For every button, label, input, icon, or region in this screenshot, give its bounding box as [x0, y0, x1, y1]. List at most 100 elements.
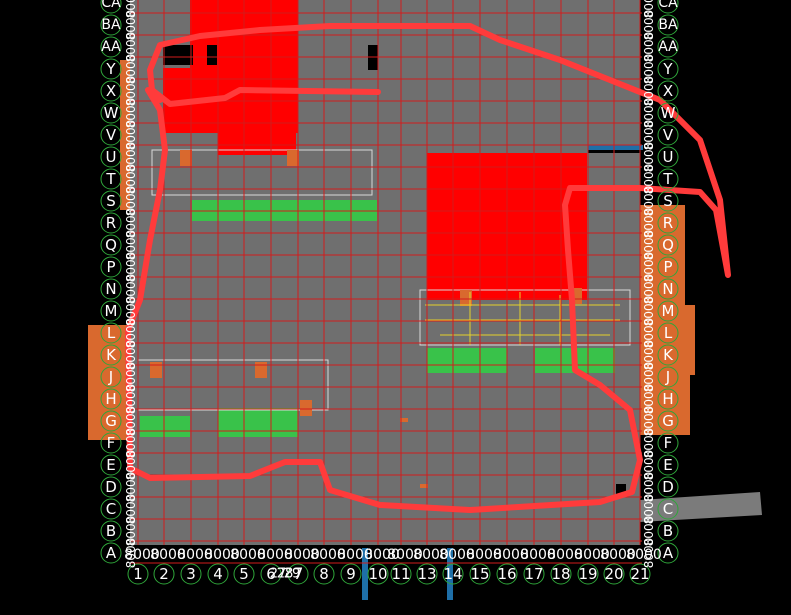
row-label-right: F: [664, 434, 673, 452]
row-label-right: A: [663, 544, 674, 562]
dimension-text-horizontal: 8000: [626, 547, 662, 563]
grid-bubble: [657, 344, 679, 366]
grid-bubble: [180, 563, 202, 585]
dimension-text-vertical: 8000: [642, 362, 656, 393]
dimension-text-vertical: 8000: [124, 10, 138, 41]
row-label-right: AA: [658, 39, 678, 55]
grid-bubble: [100, 278, 122, 300]
column-label: 21: [630, 565, 649, 583]
row-label-left: M: [105, 302, 118, 320]
row-label-left: CA: [101, 0, 121, 11]
grid-bubble: [603, 563, 625, 585]
grid-bubble: [550, 563, 572, 585]
dimension-text-horizontal: 8000: [413, 547, 449, 563]
row-label-left: P: [106, 258, 115, 276]
grid-bubble: [367, 563, 389, 585]
grid-bubble: [657, 366, 679, 388]
dimension-text-vertical: 8000: [642, 76, 656, 107]
grid-bubble: [100, 190, 122, 212]
row-label-left: Q: [105, 236, 117, 254]
row-label-left: A: [106, 544, 117, 562]
grid-bubble: [100, 498, 122, 520]
grid-bubble: [100, 14, 122, 36]
grid-bubble: [100, 344, 122, 366]
row-label-right: C: [663, 500, 673, 518]
dimension-text-vertical: 8000: [642, 230, 656, 261]
grid-bubble: [657, 388, 679, 410]
row-label-right: M: [662, 302, 675, 320]
grid-bubble: [390, 563, 412, 585]
row-label-left: R: [106, 214, 116, 232]
grid-bubble: [629, 563, 651, 585]
row-label-right: S: [663, 192, 673, 210]
row-label-left: V: [106, 126, 117, 144]
column-label: 9: [346, 565, 356, 583]
grid-bubble: [657, 168, 679, 190]
dimension-text-vertical: 8000: [642, 120, 656, 151]
grid-bubble: [657, 212, 679, 234]
column-label: 10: [368, 565, 387, 583]
dimension-text-vertical: 8000: [124, 362, 138, 393]
row-label-right: Y: [662, 60, 673, 78]
dimension-text-horizontal: 8000: [284, 547, 320, 563]
dimension-text-vertical: 8000: [642, 318, 656, 349]
structural-grid: [130, 0, 642, 564]
dimension-text-vertical: 8000: [124, 76, 138, 107]
grid-bubble: [100, 366, 122, 388]
column-label-stacked: 27: [270, 567, 287, 582]
column-label: 2: [159, 565, 169, 583]
grid-bubble: [100, 168, 122, 190]
grid-bubble: [100, 102, 122, 124]
dimension-text-horizontal: 8000: [600, 547, 636, 563]
dimension-text-horizontal: 8000: [230, 547, 266, 563]
dimension-text-horizontal: 8000: [150, 547, 186, 563]
grid-bubble: [207, 563, 229, 585]
dimension-text-horizontal: 8000: [466, 547, 502, 563]
column-label: 6: [266, 565, 276, 583]
dimension-text-vertical: 8000: [642, 32, 656, 63]
dimension-text-horizontal: 8000: [520, 547, 556, 563]
grid-bubble: [100, 124, 122, 146]
dimension-text-vertical: 8000: [124, 428, 138, 459]
grid-bubble: [233, 563, 255, 585]
grid-bubble: [100, 432, 122, 454]
dimension-text-vertical: 8000: [642, 296, 656, 327]
dimension-text-horizontal: 8000: [574, 547, 610, 563]
row-label-right: W: [661, 104, 676, 122]
dimension-text-vertical: 8000: [642, 98, 656, 129]
dimension-text-vertical: 8000: [642, 428, 656, 459]
dimension-text-vertical: 8000: [642, 538, 656, 569]
column-label: 3: [186, 565, 196, 583]
dimension-text-vertical: 8000: [642, 10, 656, 41]
dimension-text-vertical: 8000: [124, 318, 138, 349]
grid-bubble: [100, 410, 122, 432]
column-label: 8: [319, 565, 329, 583]
row-label-right: H: [662, 390, 673, 408]
row-label-right: D: [662, 478, 674, 496]
row-label-right: V: [663, 126, 674, 144]
row-label-right: B: [663, 522, 673, 540]
column-label: 18: [551, 565, 570, 583]
grid-bubble: [100, 256, 122, 278]
column-label: 5: [239, 565, 249, 583]
column-label: 7: [293, 565, 303, 583]
row-label-left: K: [106, 346, 117, 364]
row-label-left: J: [108, 368, 113, 386]
dimension-text-vertical: 8000: [124, 516, 138, 547]
grid-bubble: [657, 322, 679, 344]
grid-bubble: [657, 454, 679, 476]
column-label: 16: [497, 565, 516, 583]
equipment-accents: [150, 150, 582, 488]
grid-bubble: [100, 58, 122, 80]
dimension-text-horizontal: 8000: [493, 547, 529, 563]
column-label: 1: [133, 565, 143, 583]
dimension-text-vertical: 8000: [124, 252, 138, 283]
dimension-text-horizontal: 8000: [177, 547, 213, 563]
dimension-text-vertical: 8000: [124, 32, 138, 63]
dimension-text-horizontal: 8000: [204, 547, 240, 563]
dimension-text-vertical: 8000: [642, 384, 656, 415]
column-label-stacked: 29: [284, 567, 301, 582]
dimension-text-vertical: 8000: [124, 230, 138, 261]
dimension-text-vertical: 8000: [124, 164, 138, 195]
